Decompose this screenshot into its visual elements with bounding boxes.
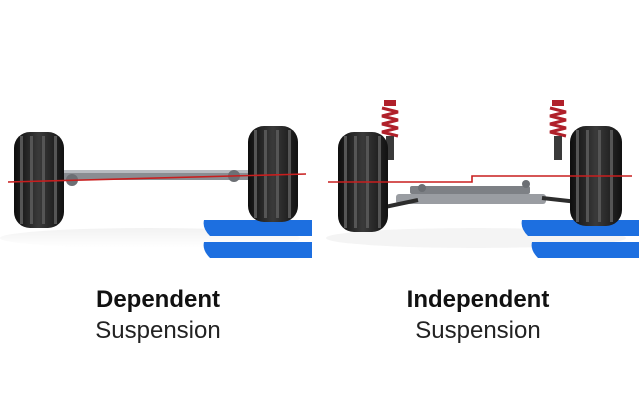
ramp-upper: [203, 220, 312, 236]
caption-title: Dependent: [95, 286, 220, 313]
steering-rack: [410, 186, 530, 194]
independent-suspension-illustration: [326, 96, 639, 266]
wheel-height-reference-line: [328, 175, 632, 183]
left-coilover-spring: [381, 100, 399, 160]
axle-tilt-reference-line: [7, 173, 307, 183]
ramp-lower: [531, 242, 639, 258]
ramp-lower: [203, 242, 312, 258]
subframe: [396, 194, 546, 204]
right-tire: [248, 126, 298, 222]
left-tire: [14, 132, 64, 228]
independent-caption: Independent Suspension: [338, 284, 618, 346]
caption-subtitle: Suspension: [415, 317, 541, 344]
dependent-suspension-illustration: [0, 96, 316, 266]
caption-subtitle: Suspension: [95, 317, 221, 344]
caption-title: Independent: [406, 286, 550, 313]
dependent-caption: Dependent Suspension: [18, 284, 298, 346]
dependent-axle-graphic: [0, 126, 312, 258]
independent-axle-graphic: [326, 100, 639, 258]
right-coilover-spring: [549, 100, 567, 160]
